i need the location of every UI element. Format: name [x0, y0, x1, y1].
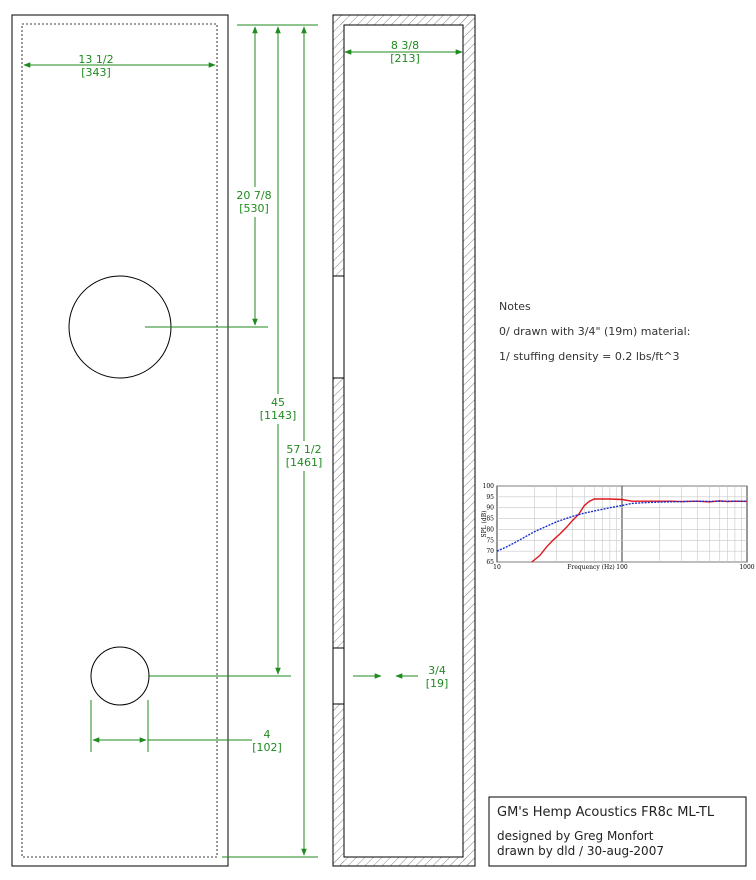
- chart-y-tick-label: 80: [486, 526, 494, 533]
- dim-thickness-label: 3/4: [428, 664, 446, 677]
- dim-cabinet-height-metric: [1461]: [286, 456, 323, 469]
- side-inner-outline: [343, 24, 464, 858]
- side-wall-hatch-top: [333, 15, 475, 25]
- title-block-frame: [488, 796, 747, 867]
- dim-thickness-metric: [19]: [426, 677, 449, 690]
- port-opening-gap: [332, 648, 345, 704]
- chart-x-ticks: 10 100 1000: [493, 564, 755, 571]
- side-wall-hatch-left: [333, 15, 344, 866]
- chart-y-tick-label: 100: [483, 483, 495, 490]
- front-view: [11, 14, 229, 867]
- side-wall-hatch-bottom: [333, 857, 475, 866]
- dim-port-height-bg: [260, 394, 296, 424]
- dim-side-depth-metric: [213]: [390, 52, 420, 65]
- notes-block: Notes 0/ drawn with 3/4" (19m) material:…: [499, 300, 690, 363]
- front-panel-outline: [11, 14, 229, 867]
- notes-line-0: 0/ drawn with 3/4" (19m) material:: [499, 325, 690, 338]
- dim-cabinet-height-label: 57 1/2: [286, 443, 321, 456]
- title-block: GM's Hemp Acoustics FR8c ML-TL designed …: [488, 796, 747, 867]
- dim-port-height-metric: [1143]: [260, 409, 297, 422]
- designer-credit: designed by Greg Monfort: [497, 829, 654, 843]
- chart-curves: [496, 498, 748, 563]
- dimension-lines: [23, 24, 463, 858]
- chart-grid: [497, 485, 747, 563]
- chart-y-ticks: 100 95 90 85 80 75 70 65: [483, 483, 495, 566]
- dim-front-width-label: 13 1/2: [78, 53, 113, 66]
- dim-port-height-label: 45: [271, 396, 285, 409]
- side-wall-hatch-right: [463, 15, 475, 866]
- chart-y-tick-label: 70: [486, 548, 494, 555]
- response-chart: 100 95 90 85 80 75 70 65 10 100 1000 Frequency (H…: [481, 483, 755, 571]
- front-panel-inner-line: [21, 23, 218, 858]
- driver-opening-gap: [332, 276, 345, 378]
- chart-y-tick-label: 75: [486, 537, 494, 544]
- chart-x-tick-label: 100: [616, 564, 628, 571]
- dim-driver-height-metric: [530]: [239, 202, 269, 215]
- chart-x-tick-label: 1000: [739, 564, 754, 571]
- chart-y-tick-label: 90: [486, 505, 494, 512]
- drawn-by-credit: drawn by dld / 30-aug-2007: [497, 844, 664, 858]
- dim-side-depth-label: 8 3/8: [391, 39, 419, 52]
- notes-line-1: 1/ stuffing density = 0.2 lbs/ft^3: [499, 350, 680, 363]
- dim-front-width-metric: [343]: [81, 66, 111, 79]
- dim-cabinet-height-bg: [284, 441, 324, 471]
- dim-port-diameter-label: 4: [264, 728, 271, 741]
- dimension-labels: 13 1/2 [343] 8 3/8 [213] 20 7/8 [530] 45…: [78, 39, 448, 754]
- chart-y-tick-label: 95: [486, 494, 494, 501]
- side-section-view: [332, 14, 476, 867]
- drawing-title: GM's Hemp Acoustics FR8c ML-TL: [497, 805, 715, 820]
- dim-driver-height-bg: [234, 187, 274, 217]
- port-cutout: [90, 646, 150, 706]
- chart-x-tick-label: 10: [493, 564, 501, 571]
- notes-heading: Notes: [499, 300, 531, 313]
- dim-driver-height-label: 20 7/8: [236, 189, 271, 202]
- dim-port-diameter-metric: [102]: [252, 741, 282, 754]
- chart-y-tick-label: 65: [486, 559, 494, 566]
- chart-x-axis-label: Frequency (Hz): [567, 564, 614, 571]
- chart-series-model: [496, 500, 747, 552]
- chart-y-tick-label: 85: [486, 516, 494, 523]
- side-outer-outline: [332, 14, 476, 867]
- chart-y-axis-label: SPL (dB): [481, 511, 488, 538]
